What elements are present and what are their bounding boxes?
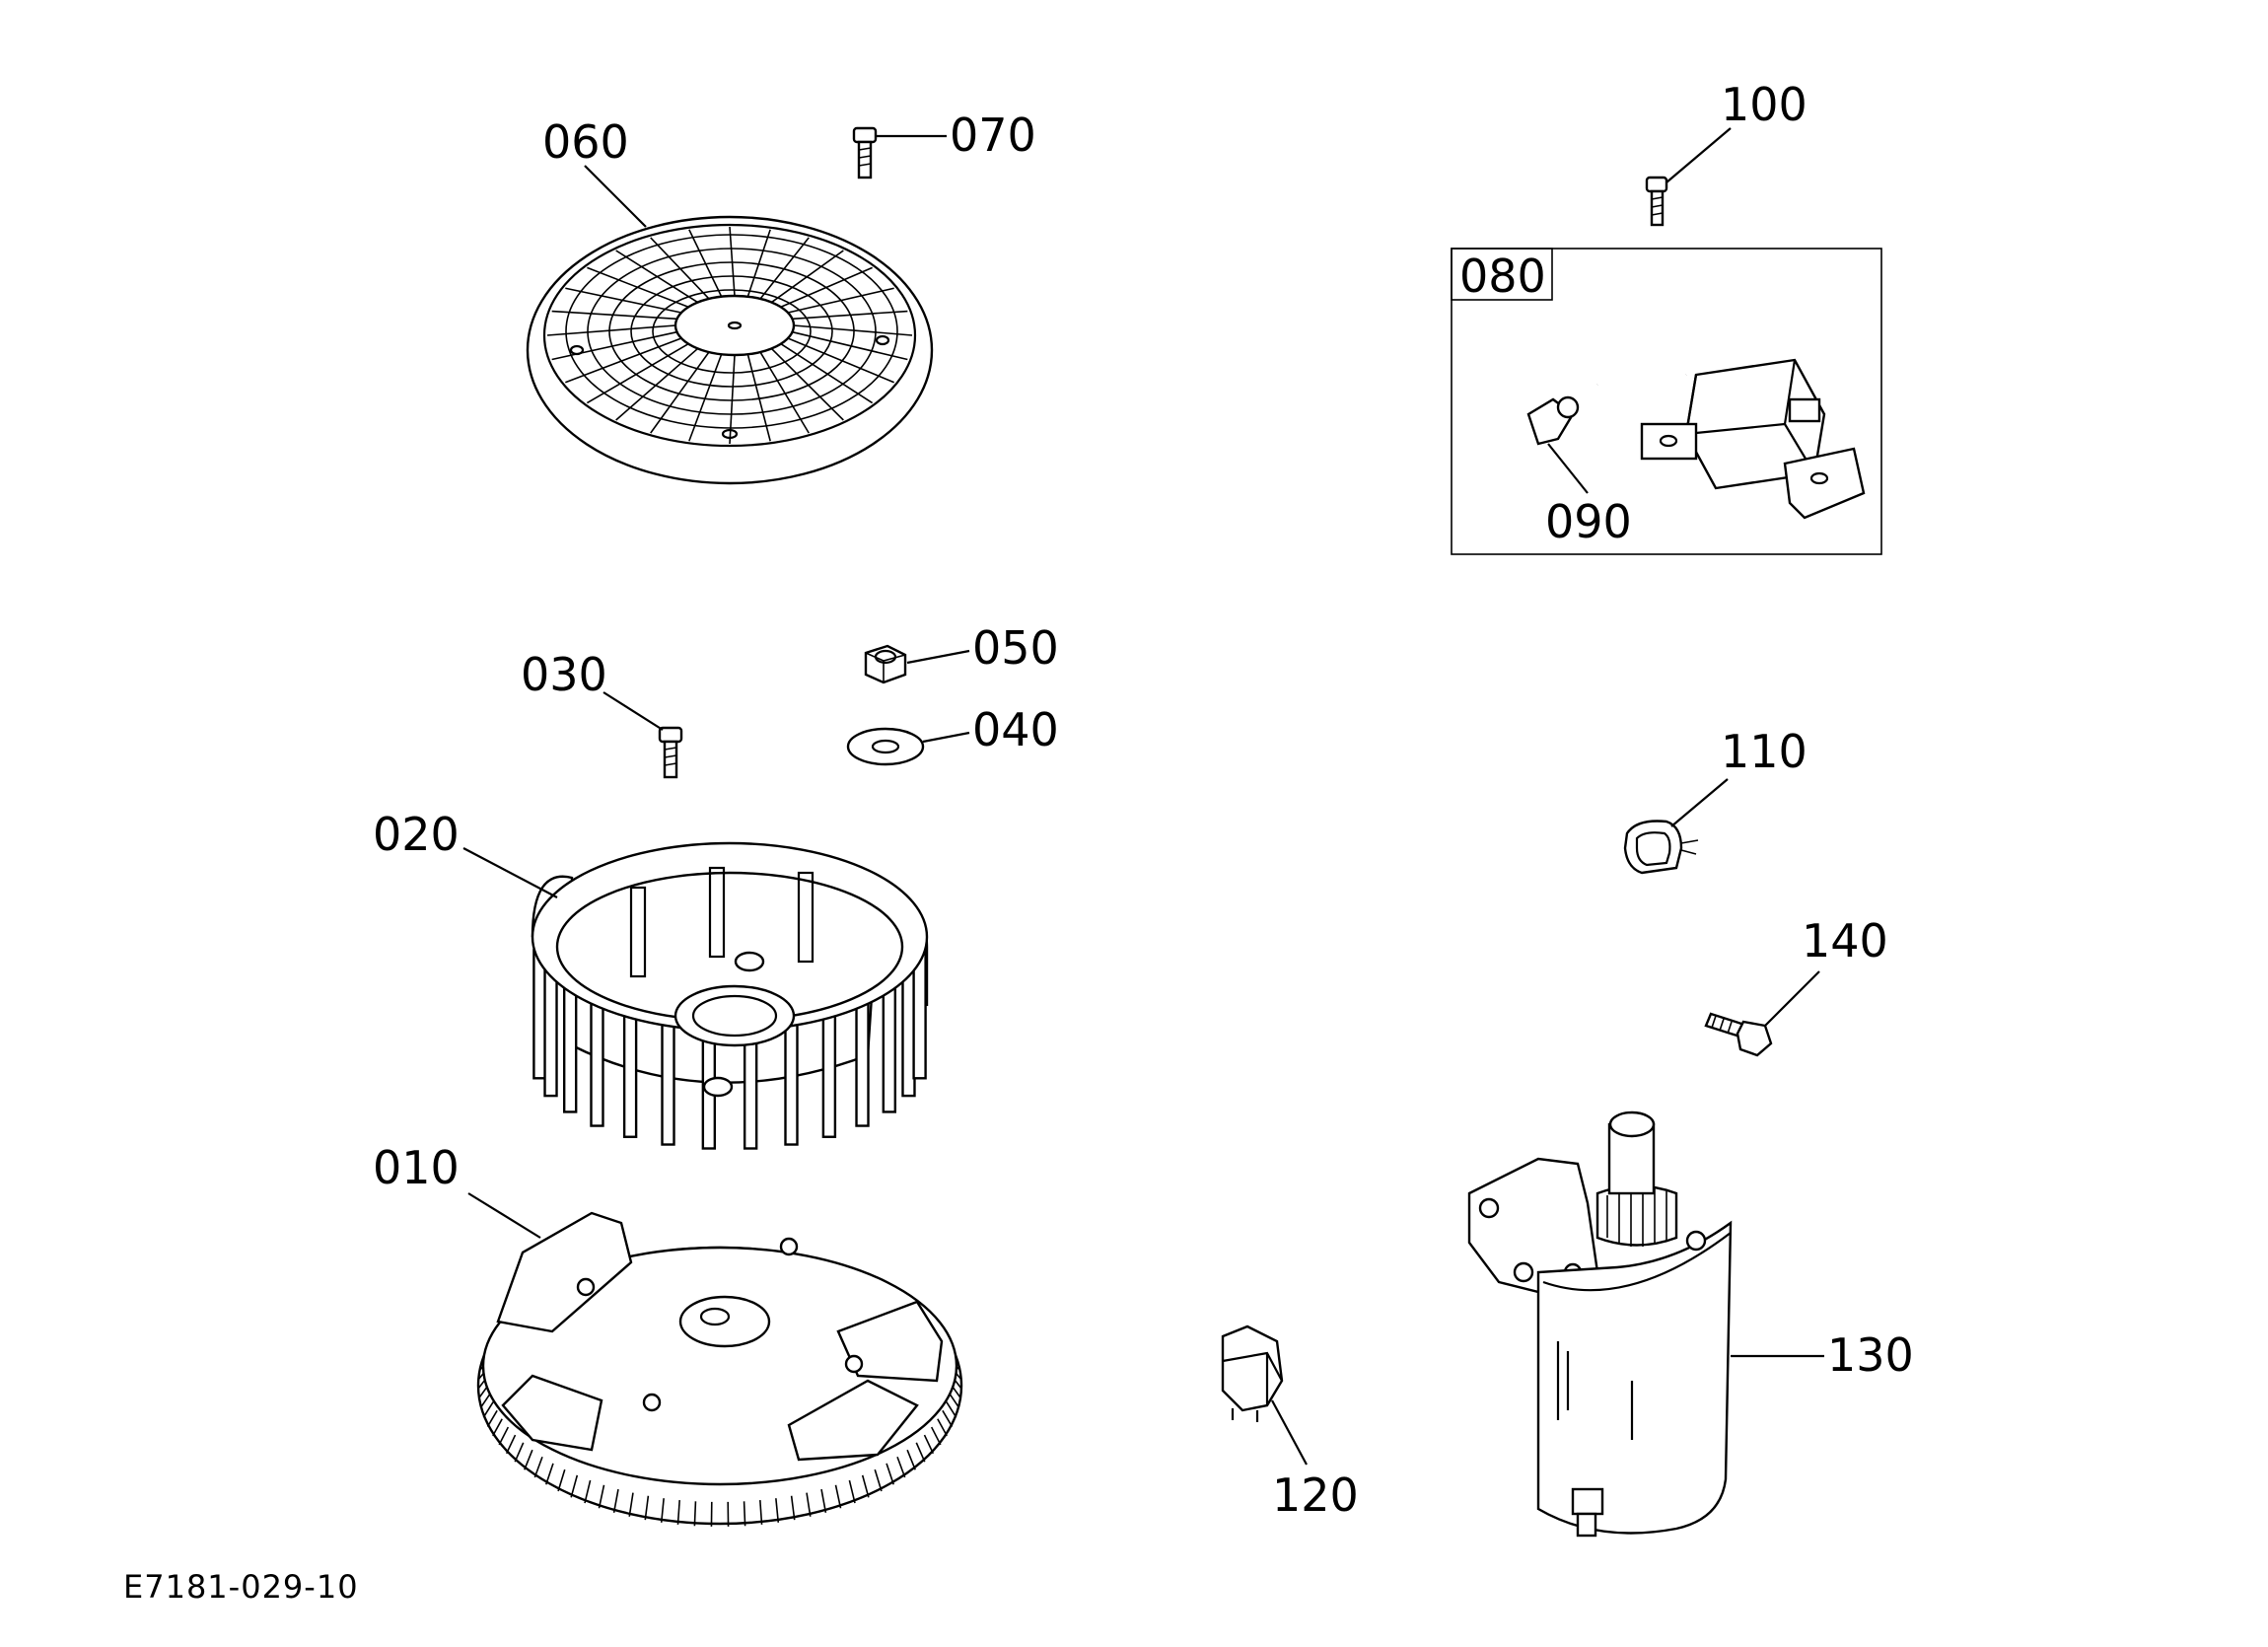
callout-100: 100: [1721, 78, 1807, 131]
callout-090: 090: [1545, 495, 1632, 548]
callout-110: 110: [1721, 725, 1807, 778]
part-050-nut[interactable]: [864, 644, 907, 684]
part-120-clip[interactable]: [1221, 1325, 1284, 1422]
part-010-flywheel[interactable]: [476, 1211, 963, 1527]
part-060-fan-screen[interactable]: [526, 215, 934, 485]
part-020-fan[interactable]: [531, 841, 929, 1150]
callout-120: 120: [1272, 1468, 1359, 1522]
callout-050: 050: [972, 621, 1059, 675]
callout-010: 010: [373, 1141, 460, 1194]
part-140-bolt[interactable]: [1704, 1012, 1773, 1057]
part-040-washer[interactable]: [846, 727, 925, 766]
callout-140: 140: [1802, 914, 1888, 967]
part-080-ignition-coil[interactable]: [1526, 270, 1866, 520]
callout-070: 070: [950, 108, 1036, 162]
callout-130: 130: [1827, 1328, 1914, 1382]
callout-060: 060: [542, 115, 629, 169]
part-130-starter-motor[interactable]: [1467, 1110, 1733, 1538]
part-100-bolt[interactable]: [1645, 176, 1668, 227]
part-080-kit-box: [1451, 248, 1882, 555]
callout-030: 030: [521, 648, 607, 701]
part-030-bolt[interactable]: [658, 726, 683, 779]
part-110-clip[interactable]: [1623, 820, 1699, 875]
callout-080-box: [1451, 248, 1553, 301]
part-070-bolt[interactable]: [852, 126, 878, 179]
callout-020: 020: [373, 808, 460, 861]
callout-040: 040: [972, 703, 1059, 756]
callout-080: 080: [1459, 250, 1546, 303]
diagram-code: E7181-029-10: [123, 1568, 359, 1606]
